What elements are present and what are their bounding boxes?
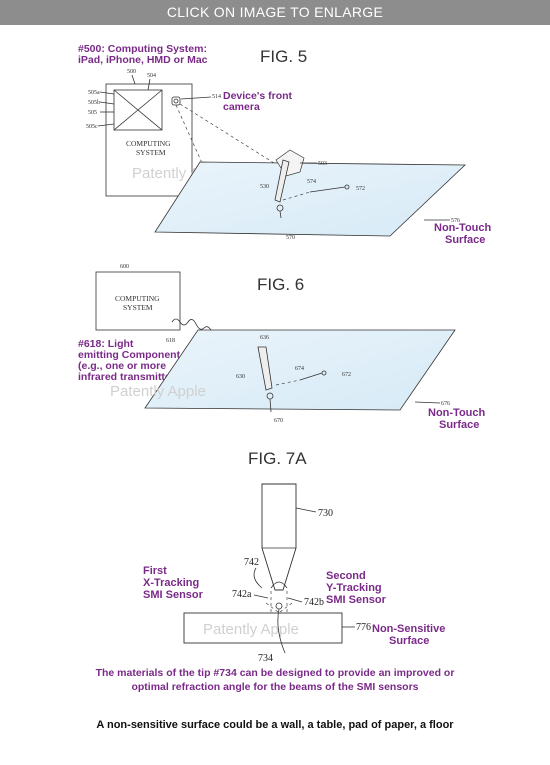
ref-572: 572 (356, 186, 365, 192)
watermark-fig6: Patently Apple (110, 383, 206, 400)
fig5-non-touch-surface (154, 161, 466, 237)
fig5-stylus-icon (274, 159, 290, 203)
ref-776: 776 (356, 622, 371, 633)
ref-505a: 505a (88, 90, 100, 96)
fig5-box-text-1: COMPUTING (126, 139, 171, 148)
fig5-label-500b: iPad, iPhone, HMD or Mac (78, 54, 208, 66)
fig6-box-text-2: SYSTEM (123, 303, 153, 312)
ref-514: 514 (212, 94, 221, 100)
ns-surface-label-1: Non-Sensitive (372, 623, 445, 635)
patent-figures: FIG. 5 #500: Computing System: iPad, iPh… (78, 43, 492, 664)
ref-742a: 742a (232, 589, 252, 600)
fig6-computing-device (95, 271, 181, 331)
watermark-fig7a: Patently Apple (203, 621, 299, 638)
ref-676: 676 (441, 401, 450, 407)
ref-505: 505 (88, 110, 97, 116)
fig6-non-touch-surface (144, 329, 456, 411)
light-label-2: emitting Component (78, 349, 181, 361)
ref-503: 503 (318, 161, 327, 167)
fig5-surface-label-1: Non-Touch (434, 222, 492, 234)
enlarge-banner[interactable]: CLICK ON IMAGE TO ENLARGE (0, 0, 550, 25)
fig6-stylus-icon (257, 346, 273, 391)
fig6-surface-label-1: Non-Touch (428, 407, 486, 419)
ref-742: 742 (244, 557, 259, 568)
ref-734: 734 (258, 653, 273, 664)
ref-500: 500 (127, 69, 136, 75)
light-label-1: #618: Light (78, 338, 134, 350)
ref-636: 636 (260, 335, 269, 341)
fig7a-stylus-icon (261, 483, 297, 591)
light-label-4: infrared transmitters) (78, 371, 184, 383)
fig7a-non-sensitive-surface (183, 612, 343, 644)
camera-label-2: camera (223, 101, 260, 113)
fig7a-title: FIG. 7A (248, 449, 307, 468)
ref-576: 576 (451, 218, 460, 224)
caption-line-2: optimal refraction angle for the beams o… (131, 681, 419, 693)
second-sensor-2: Y-Tracking (326, 582, 382, 594)
fig6-title: FIG. 6 (257, 275, 304, 294)
ref-674: 674 (295, 366, 304, 372)
fig5-box-text-2: SYSTEM (136, 148, 166, 157)
fig5-label-500: #500: Computing System: (78, 43, 207, 55)
ref-574: 574 (307, 179, 316, 185)
caption-line-1: The materials of the tip #734 can be des… (95, 667, 455, 679)
light-label-3: (e.g., one or more (78, 360, 166, 372)
ref-672: 672 (342, 372, 351, 378)
first-sensor-2: X-Tracking (143, 577, 199, 589)
front-camera-icon (171, 96, 181, 106)
ref-670: 670 (274, 418, 283, 424)
second-sensor-3: SMI Sensor (326, 594, 387, 606)
first-sensor-3: SMI Sensor (143, 589, 204, 601)
second-sensor-1: Second (326, 570, 366, 582)
first-sensor-1: First (143, 565, 167, 577)
ref-618: 618 (166, 338, 175, 344)
fig5-title: FIG. 5 (260, 47, 307, 66)
fig6-box-text-1: COMPUTING (115, 294, 160, 303)
ref-730: 730 (318, 508, 333, 519)
ref-530: 530 (260, 184, 269, 190)
ref-630: 630 (236, 374, 245, 380)
ref-504: 504 (147, 73, 156, 79)
fig5-device-screen (113, 89, 163, 131)
footer-note: A non-sensitive surface could be a wall,… (96, 719, 454, 731)
ref-600: 600 (120, 264, 129, 270)
fig6-surface-label-2: Surface (439, 419, 479, 431)
ns-surface-label-2: Surface (389, 635, 429, 647)
ref-505b: 505b (88, 100, 100, 106)
fig5-surface-label-2: Surface (445, 234, 485, 246)
camera-label-1: Device's front (223, 90, 293, 102)
ref-570: 570 (286, 235, 295, 241)
ref-742b: 742b (304, 597, 324, 608)
ref-505c: 505c (86, 124, 98, 130)
